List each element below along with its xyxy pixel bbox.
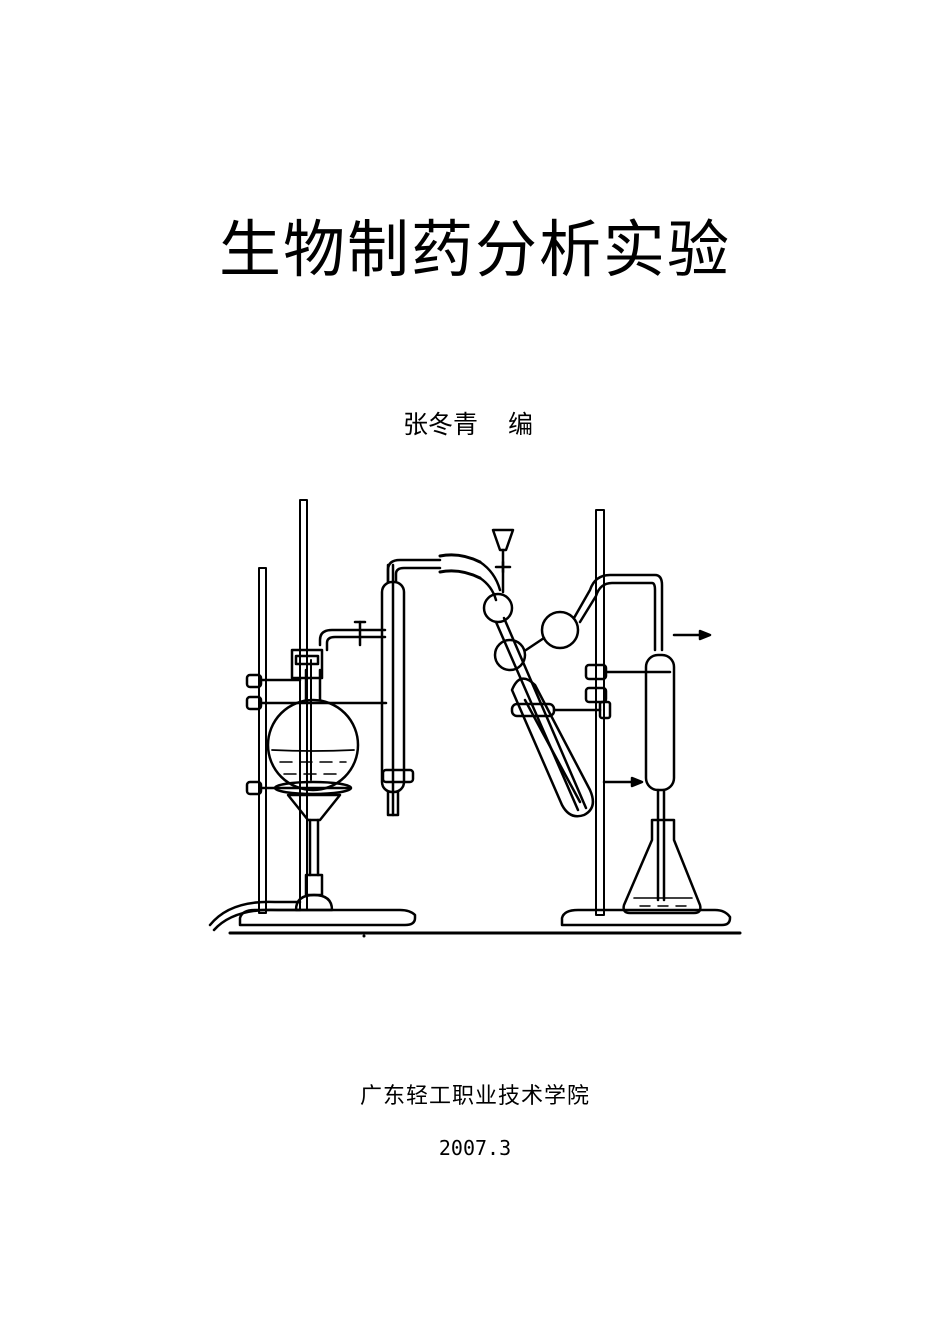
cover-title: 生物制药分析实验 xyxy=(218,213,731,286)
vertical-condenser xyxy=(380,558,442,817)
middle-apparatus xyxy=(482,528,664,818)
institution-name: 广东轻工职业技术学院 xyxy=(359,1084,590,1109)
right-stand xyxy=(560,509,732,927)
author-role: 编 xyxy=(508,410,534,439)
publication-date: 2007.3 xyxy=(438,1136,512,1160)
distillation-apparatus-icon xyxy=(208,499,742,938)
left-stand xyxy=(208,499,742,935)
author-line: 张冬青编 xyxy=(403,408,533,442)
rubber-tubing xyxy=(438,553,502,602)
author-name: 张冬青 xyxy=(403,410,479,439)
